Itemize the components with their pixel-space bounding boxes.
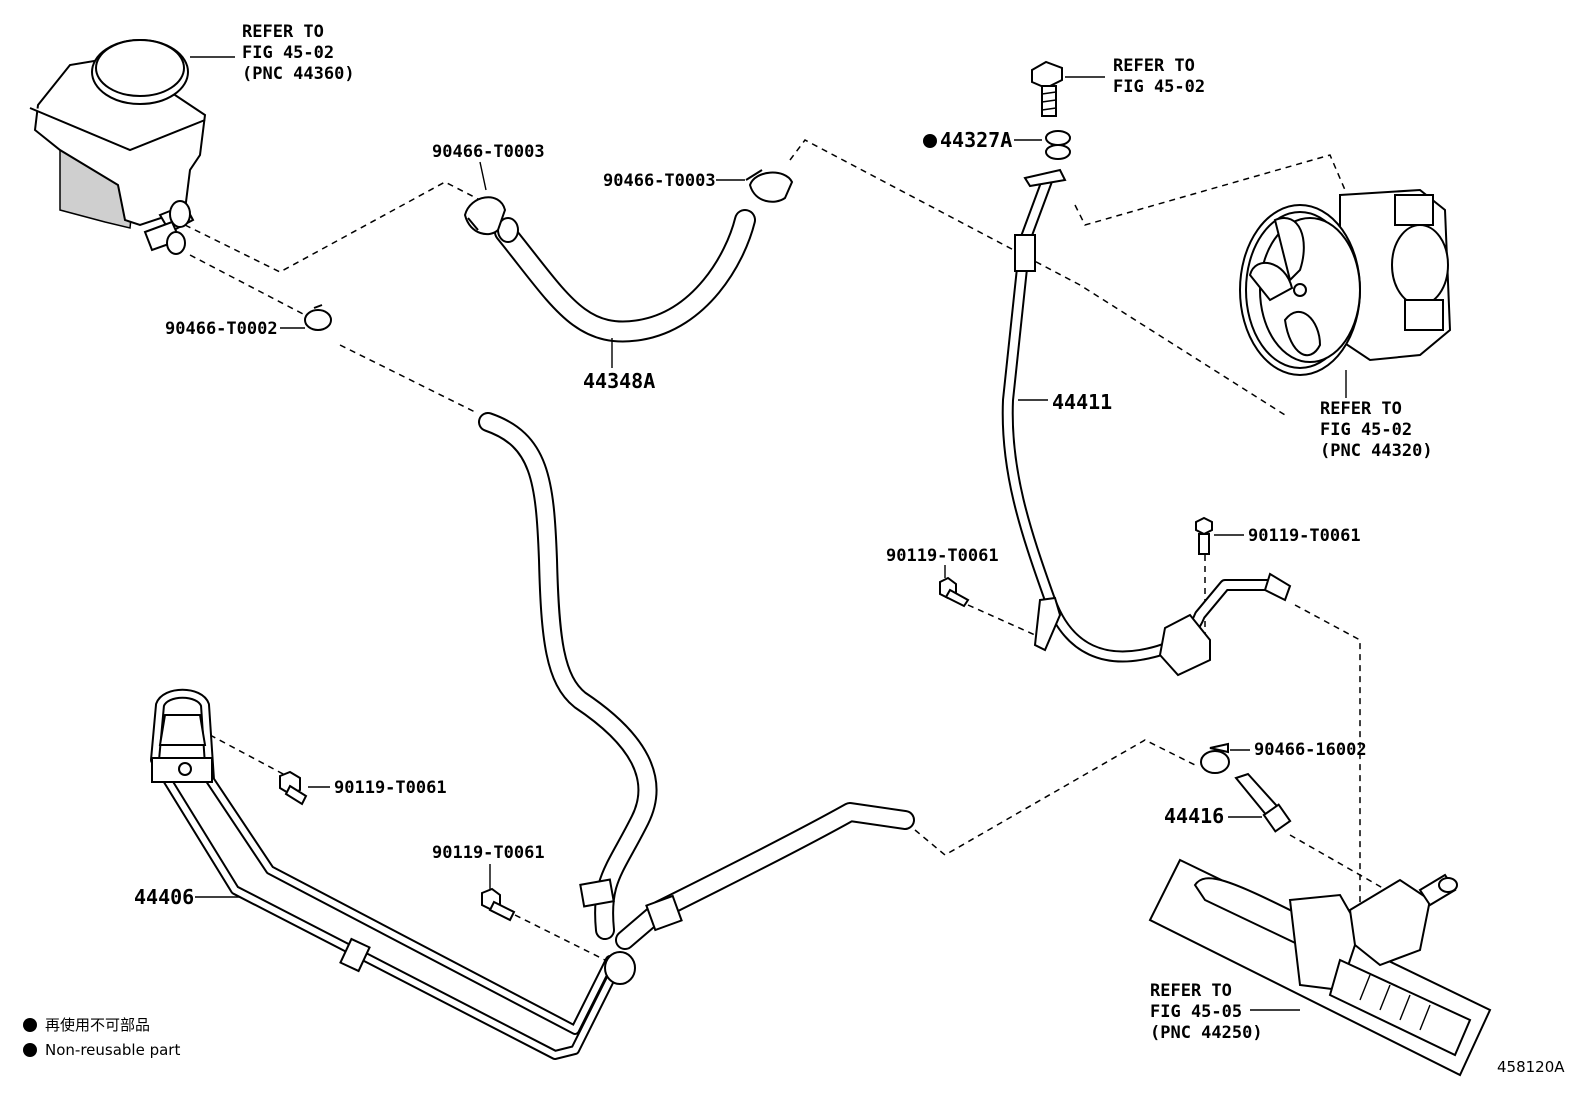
svg-text:REFER TO: REFER TO bbox=[242, 22, 324, 42]
clamp-reservoir-icon bbox=[304, 304, 332, 331]
union-fitting-icon bbox=[1234, 772, 1292, 833]
callout-line: FIG 45-05 bbox=[1150, 1002, 1242, 1022]
part-label[interactable]: 90119-T0061 bbox=[334, 778, 447, 798]
part-label[interactable]: 90466-T0003 bbox=[603, 171, 716, 191]
part-label[interactable]: 44348A bbox=[583, 369, 655, 393]
svg-text:FIG 45-02: FIG 45-02 bbox=[242, 43, 334, 63]
part-label[interactable]: 90119-T0061 bbox=[432, 843, 545, 863]
callout-line: REFER TO bbox=[1320, 399, 1402, 419]
callout-line: (PNC 44250) bbox=[1150, 1023, 1263, 1043]
pressure-tube bbox=[1001, 168, 1292, 677]
part-label[interactable]: 90466-16002 bbox=[1254, 740, 1367, 760]
svg-text:FIG 45-05: FIG 45-05 bbox=[1150, 1002, 1242, 1022]
callout-pump-ref: REFER TO FIG 45-02 (PNC 44320) bbox=[1320, 399, 1433, 461]
svg-text:(PNC 44360): (PNC 44360) bbox=[242, 64, 355, 84]
callout-line: FIG 45-02 bbox=[1320, 420, 1412, 440]
part-label[interactable]: 90119-T0061 bbox=[1248, 526, 1361, 546]
legend: 再使用不可部品 Non-reusable part bbox=[23, 1016, 180, 1059]
bolt-top-icon bbox=[1031, 60, 1063, 117]
clamp-lower-right-icon bbox=[1200, 742, 1230, 774]
legend-jp: 再使用不可部品 bbox=[45, 1016, 150, 1034]
svg-text:FIG 45-02: FIG 45-02 bbox=[1320, 420, 1412, 440]
return-hose bbox=[478, 412, 658, 940]
reservoir-tank-icon bbox=[29, 39, 207, 255]
part-label[interactable]: 44411 bbox=[1052, 390, 1112, 414]
legend-bullet-icon bbox=[23, 1043, 37, 1057]
clamp-upper-right-icon bbox=[745, 169, 794, 203]
callout-gear-ref: REFER TO FIG 45-05 (PNC 44250) bbox=[1150, 981, 1263, 1043]
figure-id: 458120A bbox=[1497, 1058, 1565, 1076]
svg-text:FIG 45-02: FIG 45-02 bbox=[1113, 77, 1205, 97]
svg-text:(PNC 44320): (PNC 44320) bbox=[1320, 441, 1433, 461]
guide-lines bbox=[184, 139, 1396, 961]
legend-en: Non-reusable part bbox=[45, 1041, 180, 1059]
callout-bolt-ref: REFER TO FIG 45-02 bbox=[1113, 56, 1205, 97]
callout-line: FIG 45-02 bbox=[1113, 77, 1205, 97]
clamp-upper-left-icon bbox=[463, 196, 507, 236]
non-reusable-marker-icon bbox=[923, 134, 937, 148]
callout-line: (PNC 44320) bbox=[1320, 441, 1433, 461]
svg-text:(PNC 44250): (PNC 44250) bbox=[1150, 1023, 1263, 1043]
bolt-lower-mid-icon bbox=[481, 887, 516, 922]
svg-text:REFER TO: REFER TO bbox=[1320, 399, 1402, 419]
svg-text:REFER TO: REFER TO bbox=[1113, 56, 1195, 76]
upper-hose bbox=[494, 209, 756, 343]
return-tube bbox=[150, 688, 915, 1060]
callout-reservoir-ref: REFER TO FIG 45-02 (PNC 44360) bbox=[242, 22, 355, 84]
steering-gear-icon bbox=[1148, 858, 1492, 1077]
part-label[interactable]: 44327A bbox=[940, 128, 1012, 152]
callout-line: REFER TO bbox=[1113, 56, 1195, 76]
svg-text:REFER TO: REFER TO bbox=[1150, 981, 1232, 1001]
part-label[interactable]: 90466-T0002 bbox=[165, 319, 278, 339]
callout-line: (PNC 44360) bbox=[242, 64, 355, 84]
callout-line: FIG 45-02 bbox=[242, 43, 334, 63]
power-steering-pump-icon bbox=[1239, 188, 1452, 376]
legend-bullet-icon bbox=[23, 1018, 37, 1032]
bolt-lower-left-icon bbox=[279, 770, 308, 806]
callout-line: REFER TO bbox=[1150, 981, 1232, 1001]
part-label[interactable]: 90466-T0003 bbox=[432, 142, 545, 162]
part-label[interactable]: 44416 bbox=[1164, 804, 1224, 828]
gasket-icon bbox=[1045, 130, 1071, 160]
part-label[interactable]: 90119-T0061 bbox=[886, 546, 999, 566]
bolt-mid-left-icon bbox=[939, 576, 970, 608]
bolt-mid-right-icon bbox=[1195, 516, 1213, 555]
part-label[interactable]: 44406 bbox=[134, 885, 194, 909]
callout-line: REFER TO bbox=[242, 22, 324, 42]
